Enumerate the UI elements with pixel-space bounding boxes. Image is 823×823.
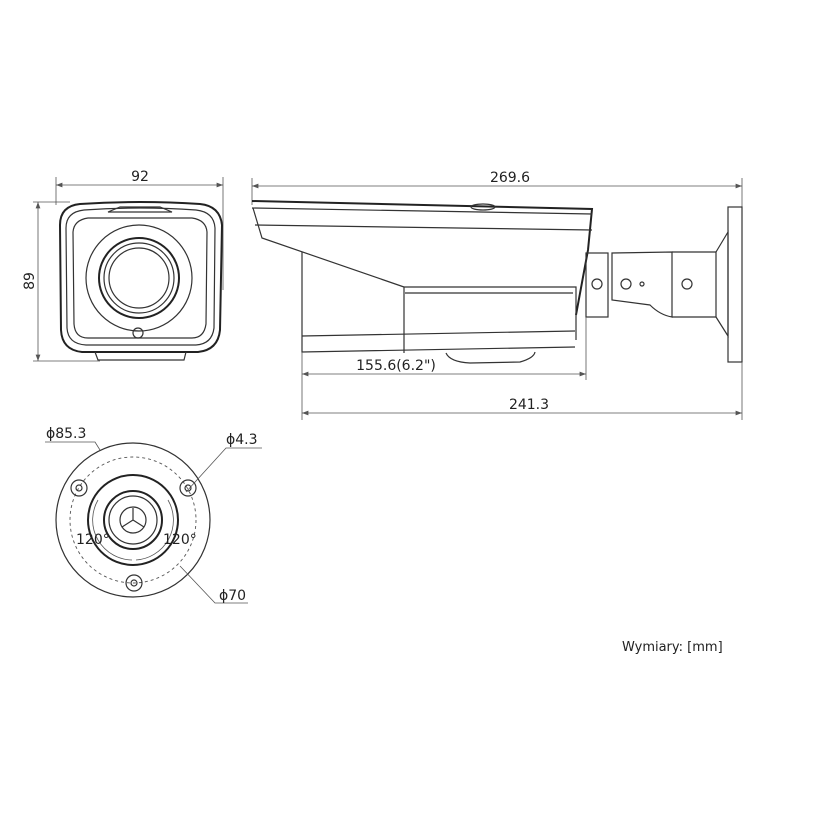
body-length-label: 155.6(6.2") (356, 358, 436, 374)
lens-icon (98, 237, 180, 319)
units-note: Wymiary: [mm] (622, 640, 723, 655)
base-view: ϕ85.3 ϕ4.3 ϕ70 120° 120° (45, 426, 262, 604)
outer-diameter-label: ϕ85.3 (46, 426, 86, 442)
height-label: 89 (22, 272, 38, 290)
angle-right-label: 120° (163, 532, 197, 548)
angle-left-label: 120° (76, 532, 110, 548)
side-view: 269.6 155.6(6.2") 241.3 (251, 170, 743, 420)
front-view: 92 89 (22, 169, 224, 362)
total-length-label: 269.6 (490, 170, 530, 186)
mount-length-label: 241.3 (509, 397, 549, 413)
width-label: 92 (131, 169, 149, 185)
bolt-circle-label: ϕ70 (219, 588, 246, 604)
hole-diameter-label: ϕ4.3 (226, 432, 258, 448)
